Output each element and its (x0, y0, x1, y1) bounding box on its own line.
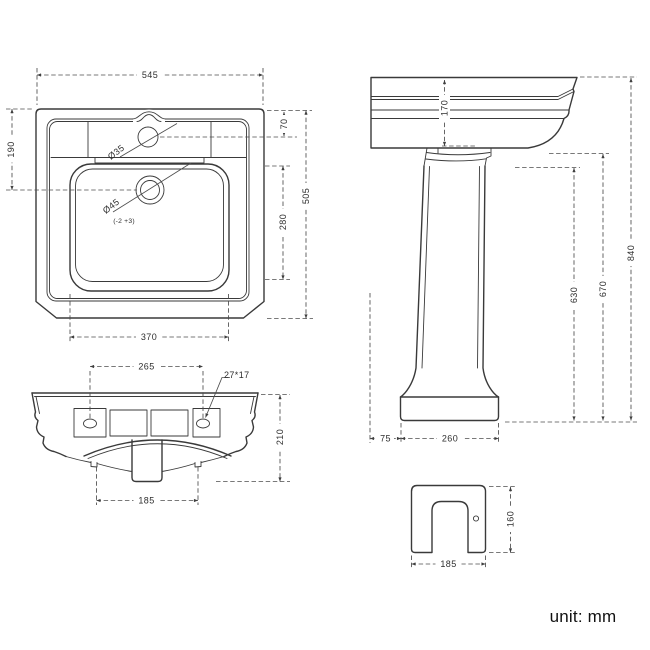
bowl-outline (69, 163, 230, 292)
side-band-1b (370, 91, 575, 100)
dim-base-height-label: 160 (506, 511, 516, 527)
rim-bump-outer (131, 111, 167, 120)
underside-left (65, 456, 133, 472)
tap-hole-leader (119, 123, 178, 158)
rim-bump-inner (136, 114, 162, 122)
dim-fixing-hole-centres: 265 (89, 361, 204, 418)
waste-hole-leader (112, 162, 192, 213)
bowl-inner-line (75, 168, 224, 282)
dim-overall-width: 545 (36, 68, 264, 105)
tap-hole (137, 126, 159, 148)
dim-overall-depth-label: 505 (301, 188, 311, 204)
basin-front-view: 265 27*17 210 185 (31, 361, 290, 506)
pedestal-crease-left (421, 166, 430, 369)
fixing-hole-size-callout: 27*17 (205, 370, 250, 418)
dim-bowl-width: 370 (69, 294, 229, 343)
dim-base-width-label: 185 (440, 559, 456, 569)
dim-base-depth-label: 260 (442, 434, 458, 444)
dim-bowl-depth-label: 280 (278, 214, 288, 230)
waste-diameter-label: Ø45 (101, 197, 122, 216)
dim-overall-width-label: 545 (142, 70, 158, 80)
rim-inner-line-2 (49, 121, 247, 299)
pedestal-base (399, 396, 500, 422)
rim-inner-line (46, 118, 250, 302)
pedestal-crease-right (477, 166, 480, 369)
front-arch-inner (87, 443, 228, 459)
pedestal-right-edge (482, 165, 500, 398)
dim-tap-from-rear: 70 (267, 110, 312, 137)
fixing-hole-size-label: 27*17 (224, 370, 250, 380)
deck-step (94, 157, 205, 164)
pedestal-neck-right (484, 147, 492, 167)
front-right-edge (223, 392, 259, 458)
dim-base-width: 185 (411, 555, 486, 570)
dim-bowl-depth: 280 (265, 165, 290, 280)
front-left-edge-inner (35, 396, 40, 414)
front-right-edge-inner (250, 396, 255, 414)
dim-basin-overhang-label: 75 (380, 434, 391, 444)
waste-tolerance-label: (-2 +3) (113, 218, 135, 225)
dim-underside-height-label: 670 (598, 281, 608, 297)
dim-overall-depth: 505 (267, 110, 313, 319)
dim-tap-from-rear-label: 70 (279, 119, 289, 130)
neck-ring-1 (426, 152, 491, 156)
dim-waste-from-rear: 190 (5, 108, 137, 191)
dim-overall-height: 840 (580, 76, 637, 421)
dim-bowl-width-label: 370 (141, 332, 157, 342)
foot-right (194, 461, 202, 468)
dim-outlet-width: 185 (96, 467, 199, 506)
side-basin-outline (370, 76, 578, 149)
dim-pedestal-height: 630 (515, 167, 580, 421)
pedestal-left-edge (399, 165, 425, 398)
dim-basin-height-label: 170 (440, 100, 450, 116)
deck-box-mid-right (150, 409, 189, 437)
tap-hole-diameter-label: Ø35 (106, 143, 127, 162)
deck-box-hole-left (73, 408, 107, 438)
front-arch-outer (83, 439, 232, 457)
base-fixing-hole (472, 515, 480, 522)
dim-body-height: 210 (216, 394, 290, 482)
underside-right (161, 456, 225, 472)
deck-box-mid-left (109, 409, 148, 437)
unit-note: unit: mm (550, 607, 617, 626)
waste-hole-inner (140, 180, 160, 200)
dim-outlet-width-label: 185 (138, 496, 154, 506)
basin-side-view: 170 630 670 840 (369, 76, 637, 444)
dim-underside-height: 670 (549, 153, 609, 421)
dim-overall-height-label: 840 (626, 245, 636, 261)
dim-base-depth: 260 (400, 433, 499, 444)
neck-ring-2 (425, 158, 487, 162)
pedestal-base-view: 160 185 (410, 484, 516, 570)
basin-top-view: 545 190 70 280 505 (5, 68, 313, 343)
side-band-1a (370, 88, 574, 97)
dim-waste-from-rear-label: 190 (6, 141, 16, 157)
dim-fixing-hole-centres-label: 265 (138, 362, 154, 372)
fixing-hole-right (196, 418, 210, 429)
basin-outline-top (35, 108, 265, 319)
pedestal-neck-left (423, 147, 428, 167)
dim-body-height-label: 210 (275, 429, 285, 445)
dim-basin-overhang: 75 (369, 293, 499, 444)
foot-left (90, 461, 98, 468)
dim-base-height: 160 (489, 486, 516, 553)
dim-basin-height: 170 (439, 79, 476, 147)
dim-pedestal-height-label: 630 (569, 287, 579, 303)
deck-box-hole-right (192, 408, 221, 438)
outlet-box (131, 439, 163, 483)
front-left-edge (31, 392, 67, 458)
base-outline (410, 484, 487, 554)
fixing-hole-left (83, 418, 97, 429)
